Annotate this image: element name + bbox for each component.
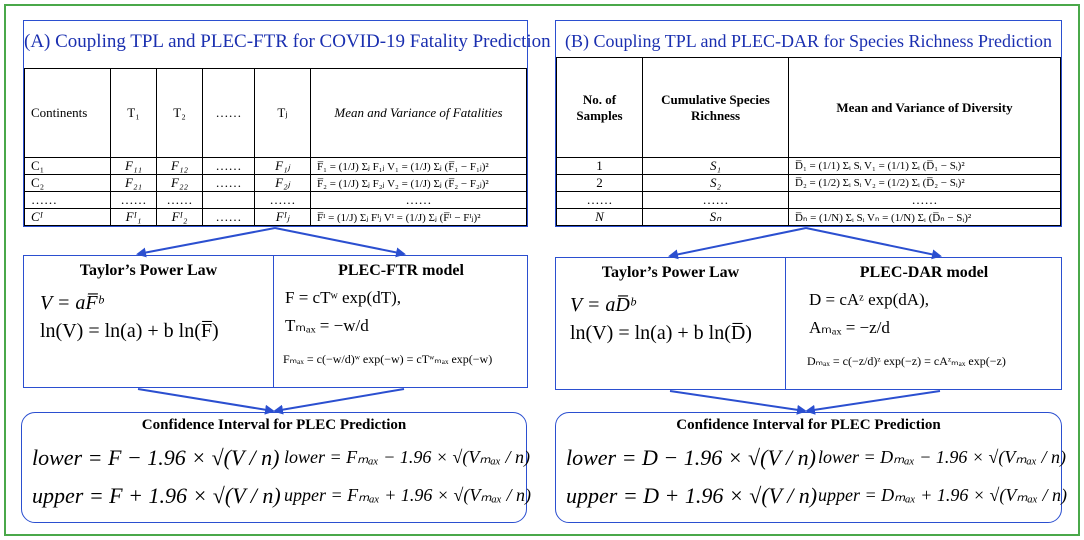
cell-ellipsis: …… [202,208,255,226]
cell-continent: Cᴵ [24,208,111,226]
cell-formula: F̅ᴵ = (1/J) Σⱼ Fᴵⱼ Vᴵ = (1/J) Σⱼ (F̅ᴵ − … [310,208,527,226]
fmax-equation: Fₘₐₓ = c(−w/d)ʷ exp(−w) = cTʷₘₐₓ exp(−w) [283,352,493,366]
panel-a-ci-box: Confidence Interval for PLEC Prediction … [21,412,531,523]
table-row: …… …… …… …… …… [24,191,527,209]
cell-value: F₂ⱼ [254,174,311,192]
cell-samples: …… [556,191,643,209]
ci-upper-max-equation: upper = Fₘₐₓ + 1.96 × √(Vₘₐₓ / n) [284,485,531,505]
table-row: Cᴵ Fᴵ₁ Fᴵ₂ …… Fᴵⱼ F̅ᴵ = (1/J) Σⱼ Fᴵⱼ Vᴵ … [24,208,527,226]
ci-lower-equation: lower = F − 1.96 × √(V / n) [32,445,280,470]
ci-lower-max-equation: lower = Dₘₐₓ − 1.96 × √(Vₘₐₓ / n) [818,447,1066,467]
panel-a-plec-section: PLEC-FTR model F = cTʷ exp(dT), Tₘₐₓ = −… [275,256,527,387]
amax-equation: Aₘₐₓ = −z/d [809,318,890,337]
table-row: 1 S₁ D̅₁ = (1/1) Σᵢ Sᵢ V₁ = (1/1) Σᵢ (D̅… [556,157,1061,175]
ci-title: Confidence Interval for PLEC Prediction [141,417,407,433]
arrow-a-right [274,227,406,258]
figure-frame [4,4,1080,536]
tpl-equation: V = aD̅ᵇ [570,294,636,316]
panel-a-table-box: (A) Coupling TPL and PLEC-FTR for COVID-… [23,20,551,227]
ci-upper-equation: upper = F + 1.96 × √(V / n) [32,483,281,508]
cell-formula: D̅₁ = (1/1) Σᵢ Sᵢ V₁ = (1/1) Σᵢ (D̅₁ − S… [788,157,1061,175]
table-row: C₁ F₁₁ F₁₂ …… F₁ⱼ F̅₁ = (1/J) Σⱼ F₁ⱼ V₁ … [24,157,527,175]
panel-b-table-box: (B) Coupling TPL and PLEC-DAR for Specie… [555,20,1062,227]
ci-title: Confidence Interval for PLEC Prediction [676,417,941,433]
cell-formula: F̅₂ = (1/J) Σⱼ F₂ⱼ V₂ = (1/J) Σⱼ (F̅₂ − … [310,174,527,192]
cell-samples: N [556,208,643,226]
ci-upper-equation: upper = D + 1.96 × √(V / n) [566,483,818,508]
arrow-a-ci-left [137,388,275,415]
tmax-equation: Tₘₐₓ = −w/d [285,316,369,335]
tpl-log-equation: ln(V) = ln(a) + b ln(F̅) [40,320,219,342]
ci-upper-max-equation: upper = Dₘₐₓ + 1.96 × √(Vₘₐₓ / n) [818,485,1067,505]
panel-b-table: No. of Samples Cumulative Species Richne… [556,57,1061,226]
panel-b-plec-section: PLEC-DAR model D = cAᶻ exp(dA), Aₘₐₓ = −… [787,258,1061,389]
arrow-b-ci-right [805,390,941,415]
cell-ellipsis: …… [202,157,255,175]
header-mean-variance-diversity: Mean and Variance of Diversity [788,57,1061,158]
arrow-a-left [136,227,276,258]
plec-dar-title: PLEC-DAR model [859,264,989,281]
panel-a-tpl-section: Taylor’s Power Law V = aF̅ᵇ ln(V) = ln(a… [24,256,274,387]
header-mean-variance: Mean and Variance of Fatalities [310,68,527,158]
cell-continent: C₂ [24,174,111,192]
panel-a-table: Continents T₁ T₂ …… Tⱼ Mean and Variance… [24,68,527,226]
cell-value: Fᴵ₂ [156,208,203,226]
arrow-b-ci-left [669,390,807,415]
cell-formula: D̅ₙ = (1/N) Σᵢ Sᵢ Vₙ = (1/N) Σᵢ (D̅ₙ − S… [788,208,1061,226]
header-tj: Tⱼ [254,68,311,158]
cell-value: F₂₁ [110,174,157,192]
table-row: 2 S₂ D̅₂ = (1/2) Σᵢ Sᵢ V₂ = (1/2) Σᵢ (D̅… [556,174,1061,192]
panel-b-title: (B) Coupling TPL and PLEC-DAR for Specie… [565,31,1052,51]
header-ellipsis: …… [202,68,255,158]
ci-lower-max-equation: lower = Fₘₐₓ − 1.96 × √(Vₘₐₓ / n) [284,447,530,467]
tpl-log-equation: ln(V) = ln(a) + b ln(D̅) [570,322,752,344]
dmax-equation: Dₘₐₓ = c(−z/d)ᶻ exp(−z) = cAᶻₘₐₓ exp(−z) [807,354,1006,368]
table-row: …… …… …… [556,191,1061,209]
cell-value: F₂₂ [156,174,203,192]
arrow-b-left [668,227,807,260]
header-continents: Continents [24,68,111,158]
panel-a-model-box: Taylor’s Power Law V = aF̅ᵇ ln(V) = ln(a… [23,255,528,388]
ci-lower-equation: lower = D − 1.96 × √(V / n) [566,445,816,470]
plec-ftr-title: PLEC-FTR model [338,262,464,279]
cell-value: Fᴵ₁ [110,208,157,226]
arrow-a-ci-right [273,388,405,415]
arrow-b-right [805,227,942,260]
panel-b-ci-box: Confidence Interval for PLEC Prediction … [555,412,1067,523]
table-row: C₂ F₂₁ F₂₂ …… F₂ⱼ F̅₂ = (1/J) Σⱼ F₂ⱼ V₂ … [24,174,527,192]
header-cumulative-richness: Cumulative Species Richness [642,57,789,158]
plec-dar-equation: D = cAᶻ exp(dA), [809,290,929,309]
panel-b-model-box: Taylor’s Power Law V = aD̅ᵇ ln(V) = ln(a… [555,257,1062,390]
cell-formula: D̅₂ = (1/2) Σᵢ Sᵢ V₂ = (1/2) Σᵢ (D̅₂ − S… [788,174,1061,192]
tpl-title: Taylor’s Power Law [601,264,740,281]
panel-a-title: (A) Coupling TPL and PLEC-FTR for COVID-… [24,31,551,52]
panel-b-tpl-section: Taylor’s Power Law V = aD̅ᵇ ln(V) = ln(a… [556,258,786,389]
tpl-equation: V = aF̅ᵇ [40,292,103,314]
tpl-title: Taylor’s Power Law [79,262,218,279]
table-row: N Sₙ D̅ₙ = (1/N) Σᵢ Sᵢ Vₙ = (1/N) Σᵢ (D̅… [556,208,1061,226]
plec-ftr-equation: F = cTʷ exp(dT), [285,288,402,307]
